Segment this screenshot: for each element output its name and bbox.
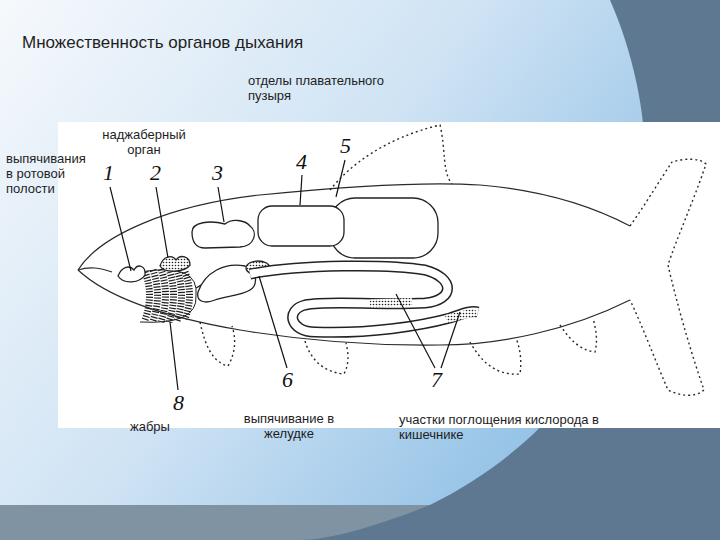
absorption-zone <box>370 302 412 304</box>
organ-label: выпячивания в ротовой полости <box>6 151 92 196</box>
fish-fins <box>330 125 452 190</box>
leader-lines <box>300 175 302 205</box>
leader-lines <box>110 160 460 390</box>
absorption-zone <box>446 312 476 319</box>
fish-fins <box>470 338 521 374</box>
leader-lines <box>110 187 131 271</box>
callout-number: 3 <box>212 161 223 185</box>
diagram-title: Множественность органов дыхания <box>22 33 303 53</box>
fish-body <box>78 184 630 270</box>
callout-number: 1 <box>103 161 114 185</box>
mouth-outpocket <box>118 266 145 282</box>
leader-lines <box>156 187 168 258</box>
gills <box>177 270 182 321</box>
fish-body <box>78 184 630 345</box>
swim-bladder-3 <box>192 220 254 248</box>
callout-number: 8 <box>173 391 184 415</box>
background <box>0 505 430 540</box>
callout-number: 6 <box>282 368 293 392</box>
fish-fins <box>200 125 706 395</box>
suprabranchial-organ <box>160 257 190 272</box>
swim-bladder-5 <box>330 198 438 258</box>
organs <box>118 198 478 332</box>
section-label: отделы плавательного пузыря <box>248 73 398 103</box>
leader-lines <box>218 187 224 222</box>
organ-label: выпячивание в желудке <box>234 411 344 441</box>
leader-lines <box>396 294 435 368</box>
background <box>58 122 720 428</box>
gills <box>185 272 190 319</box>
leader-lines <box>259 276 287 368</box>
leader-lines <box>170 322 178 390</box>
gills <box>140 269 196 322</box>
gills <box>140 270 196 323</box>
fish-fins <box>305 341 348 374</box>
gills <box>153 270 158 321</box>
callout-number: 5 <box>340 134 351 158</box>
leader-lines <box>336 160 345 197</box>
callout-number: 4 <box>296 150 307 174</box>
organ-label: участки поглощения кислорода в кишечнике <box>399 412 599 442</box>
organ-label: жабры <box>130 419 170 434</box>
fish-fins <box>560 318 596 352</box>
swim-bladder-4 <box>258 206 344 246</box>
organ-label: наджаберный орган <box>92 127 196 157</box>
intestine-outline <box>250 266 478 332</box>
leader-lines <box>441 312 460 368</box>
callout-number: 2 <box>150 161 161 185</box>
intestine-lumen <box>250 266 478 332</box>
fish-body <box>78 268 112 272</box>
fish-fins <box>200 322 235 366</box>
callout-number: 7 <box>431 368 442 392</box>
gills <box>161 269 166 322</box>
gills <box>169 269 174 322</box>
fish-fins <box>630 159 706 395</box>
gills <box>145 272 150 320</box>
